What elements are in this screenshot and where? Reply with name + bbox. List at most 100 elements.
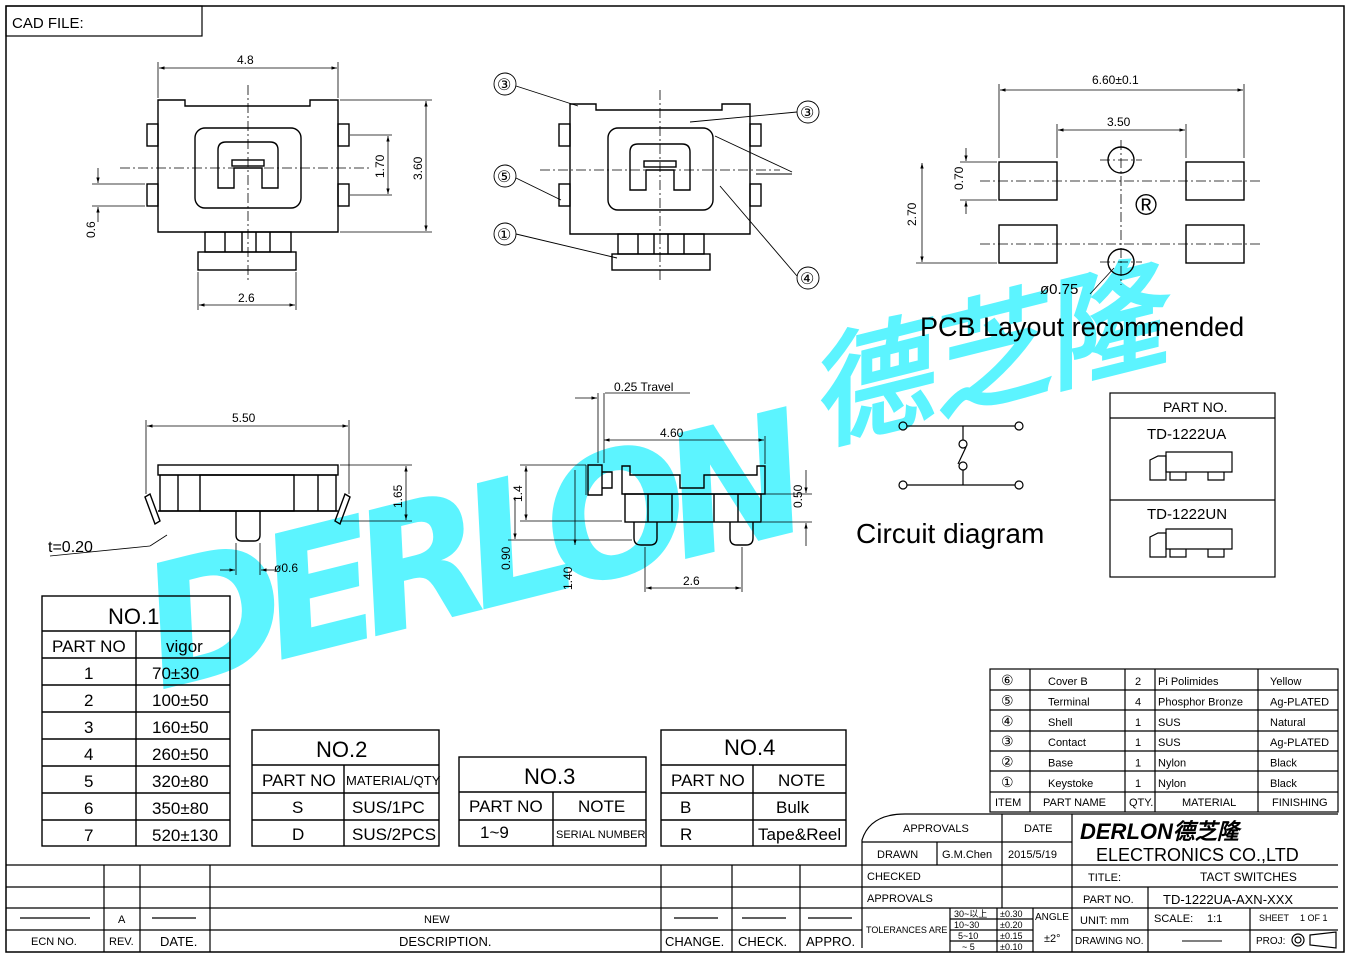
pcb-layout-label: PCB Layout recommended: [920, 312, 1244, 342]
tb-proj: PROJ:: [1256, 936, 1285, 947]
no2-h1: PART NO: [262, 771, 336, 790]
rev-ecn: ECN NO.: [31, 936, 77, 948]
revision-block: [6, 864, 862, 952]
top-view-left: [92, 62, 432, 310]
part-no-header: PART NO.: [1163, 399, 1228, 415]
tb-date: DATE: [1024, 823, 1053, 835]
bom-cell: 1: [1135, 737, 1141, 749]
dim-1-65: 1.65: [391, 484, 405, 508]
callout-5: ⑤: [497, 169, 511, 186]
no4-h1: PART NO: [671, 771, 745, 790]
bom-header-cell: FINISHING: [1272, 797, 1328, 809]
cad-file-label: CAD FILE:: [12, 15, 84, 32]
bom-cell: Nylon: [1158, 758, 1186, 770]
part-no-2: TD-1222UN: [1147, 506, 1227, 523]
no2-title: NO.2: [316, 737, 367, 762]
rev-a: A: [118, 914, 126, 926]
bom-cell: ⑥: [1001, 672, 1014, 688]
table-no2: [251, 729, 440, 847]
tb-approvals2: APPROVALS: [867, 893, 933, 905]
tb-title-label: TITLE:: [1088, 872, 1121, 884]
bom-cell: Black: [1270, 758, 1297, 770]
dim-t-0-20: t=0.20: [48, 539, 93, 556]
tb-sheet: SHEET: [1259, 913, 1290, 923]
company-name: ELECTRONICS CO.,LTD: [1096, 845, 1299, 865]
dim-5-50: 5.50: [232, 411, 256, 425]
bom-table: [989, 668, 1339, 813]
bom-cell: Base: [1048, 758, 1073, 770]
circuit-diagram-label: Circuit diagram: [856, 518, 1044, 549]
no1-row-vigor: 70±30: [152, 664, 199, 683]
tb-sheet-value: 1 OF 1: [1300, 913, 1328, 923]
rev-date: DATE.: [160, 934, 197, 949]
bom-cell: Ag-PLATED: [1270, 696, 1329, 708]
bom-header-cell: QTY.: [1129, 797, 1153, 809]
bom-cell: Cover B: [1048, 676, 1088, 688]
watermark-reg: ®: [1135, 189, 1157, 222]
tb-partno-label: PART NO.: [1083, 894, 1134, 906]
no3-title: NO.3: [524, 764, 575, 789]
no1-row-vigor: 520±130: [152, 826, 218, 845]
bom-cell: Contact: [1048, 737, 1086, 749]
side-view-middle: [508, 392, 812, 592]
dim-4-8: 4.8: [237, 53, 254, 67]
tb-title-value: TACT SWITCHES: [1200, 870, 1297, 884]
bom-cell: SUS: [1158, 717, 1181, 729]
tb-tol1: 30~以上: [954, 909, 987, 919]
no2-row-part: D: [292, 825, 304, 844]
side-view-left: [49, 420, 412, 575]
table-no1: [41, 595, 231, 847]
tb-tolerances: TOLERANCES ARE: [866, 925, 947, 935]
dim-4-60: 4.60: [660, 426, 684, 440]
no3-r1-c2: SERIAL NUMBER: [556, 829, 646, 841]
bom-cell: 1: [1135, 717, 1141, 729]
bom-cell: ②: [1001, 754, 1014, 770]
dim-1-40: 1.40: [561, 566, 575, 590]
dim-1-4: 1.4: [511, 485, 525, 502]
circuit-diagram: [898, 421, 1024, 490]
no1-row-vigor: 320±80: [152, 772, 209, 791]
dim-phi-0-75: ø0.75: [1040, 281, 1078, 298]
bom-cell: Natural: [1270, 717, 1305, 729]
bom-header-cell: ITEM: [995, 797, 1021, 809]
tb-partno-value: TD-1222UA-AXN-XXX: [1163, 892, 1293, 907]
bom-cell: Ag-PLATED: [1270, 737, 1329, 749]
tb-checked: CHECKED: [867, 871, 921, 883]
tb-angle: ANGLE: [1035, 912, 1069, 923]
rev-new: NEW: [424, 914, 450, 926]
top-view-middle: [493, 72, 820, 290]
dim-0-70: 0.70: [952, 166, 966, 190]
tb-tol2: 10~30: [954, 920, 979, 930]
callout-3b: ③: [800, 105, 814, 122]
callout-3a: ③: [497, 77, 511, 94]
no2-row-material: SUS/2PCS: [352, 825, 436, 844]
bom-cell: ①: [1001, 774, 1014, 790]
dim-phi-0-6: ø0.6: [274, 561, 298, 575]
dim-2-6b: 2.6: [683, 574, 700, 588]
tb-scale-value: 1:1: [1207, 913, 1222, 925]
no1-row-vigor: 350±80: [152, 799, 209, 818]
dim-0-50: 0.50: [791, 484, 805, 508]
no1-h1: PART NO: [52, 637, 126, 656]
dim-0-90: 0.90: [499, 546, 513, 570]
bom-cell: ⑤: [1001, 692, 1014, 708]
callout-1: ①: [497, 227, 511, 244]
no1-row-part: 1: [84, 664, 93, 683]
tb-tol4: ~ 5: [962, 942, 975, 952]
dim-2-70: 2.70: [905, 202, 919, 226]
tb-angle-v: ±2°: [1044, 933, 1061, 945]
table-no4: [660, 729, 847, 847]
table-no3: [458, 756, 647, 847]
no1-row-part: 6: [84, 799, 93, 818]
dim-6-60: 6.60±0.1: [1092, 73, 1139, 87]
no2-row-part: S: [292, 798, 303, 817]
bom-cell: Keystoke: [1048, 778, 1093, 790]
dim-2-6: 2.6: [238, 291, 255, 305]
no4-row-part: B: [680, 798, 691, 817]
tb-tol4v: ±0.10: [1000, 942, 1022, 952]
no1-row-part: 3: [84, 718, 93, 737]
dim-0-6: 0.6: [84, 221, 98, 238]
watermark-cn: 德芝隆: [793, 242, 1191, 468]
